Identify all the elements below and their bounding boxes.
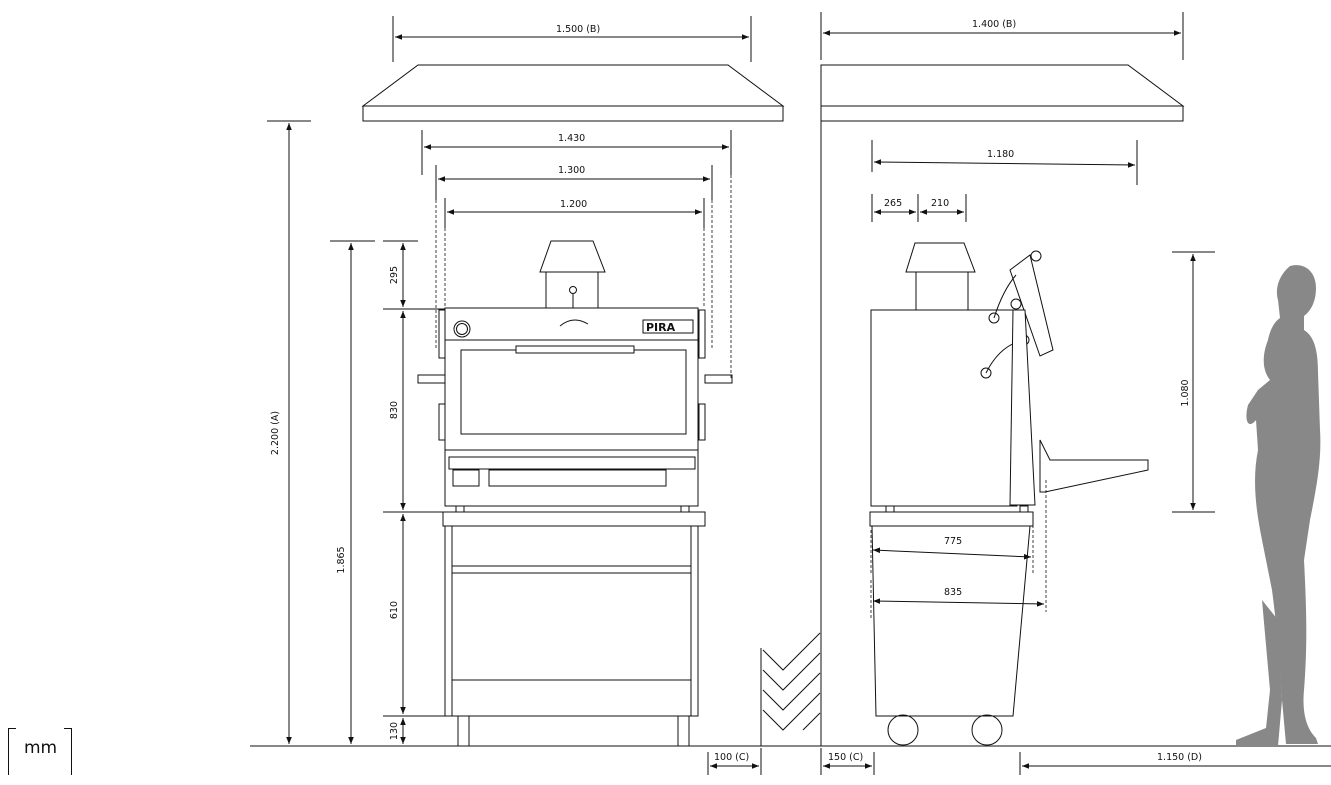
wall [760,65,822,746]
dim-label: 1.400 (B) [972,19,1016,30]
dim-label: 1.080 [1180,379,1191,406]
dim-label: 775 [944,536,962,547]
dim-2200: 2.200 (A) [267,120,311,744]
side-stand [869,511,1034,746]
dim-label: 1.200 [560,199,587,210]
dim-label: 2.200 (A) [270,411,281,455]
dim-label: 1.865 [336,546,347,573]
dim-label: 295 [389,266,400,284]
dim-stack: 295 830 610 130 [383,240,445,744]
dim-label: 130 [389,722,400,740]
side-canopy-hood [820,64,1185,122]
dim-label: 1.500 (B) [556,24,600,35]
front-stand [442,511,706,747]
dim-265-210: 265 210 [871,194,967,222]
dim-1080: 1.080 [1172,251,1215,513]
person-silhouette [1246,265,1321,744]
dim-1200: 1.200 [444,198,705,308]
dim-100: 100 (C) [707,748,762,775]
svg-text:PIRA: PIRA [646,321,676,334]
bracket-right [64,728,72,775]
front-canopy-hood [361,64,785,122]
dim-label: 100 (C) [714,752,749,763]
dim-label: 1.300 [558,165,585,176]
dim-label: 830 [389,401,400,419]
dim-label: 265 [884,198,902,209]
person-silhouette-leg [1236,600,1282,746]
dim-label: 1.150 (D) [1157,752,1202,763]
dim-label: 610 [389,601,400,619]
dim-775: 775 [870,520,1034,575]
dim-label: 150 (C) [828,752,863,763]
side-oven-body [870,242,1149,513]
dim-1430: 1.430 [421,130,732,380]
dim-label: 210 [931,198,949,209]
front-oven-body: PIRA [417,240,733,513]
dim-835: 835 [870,480,1047,620]
dim-label: 1.430 [558,133,585,144]
dim-label: 835 [944,587,962,598]
dim-1150: 1.150 (D) [1019,752,1331,775]
dim-1500: 1.500 (B) [392,16,752,62]
unit-indicator: mm [8,728,72,778]
dim-1300: 1.300 [435,165,713,350]
dim-label: 1.180 [987,149,1014,160]
dim-1180: 1.180 [871,140,1138,185]
dim-1400: 1.400 (B) [820,12,1184,60]
unit-label: mm [24,738,58,758]
bracket-left [8,728,16,775]
dim-150: 150 (C) [820,748,875,775]
dim-1865: 1.865 [330,240,375,744]
